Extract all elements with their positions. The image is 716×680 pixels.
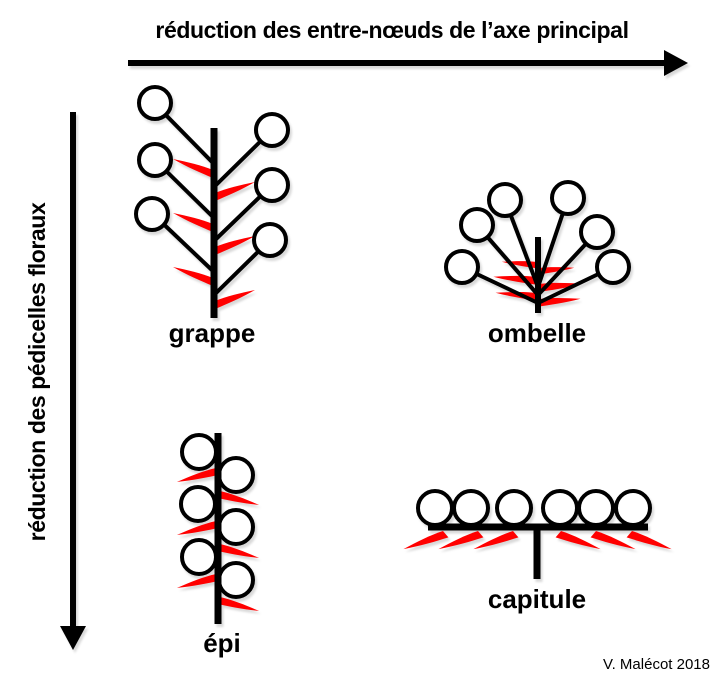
capitule-label: capitule <box>488 584 586 614</box>
flower-icon <box>217 508 255 546</box>
bract-icon <box>215 290 255 309</box>
ombelle-diagram <box>444 180 631 318</box>
flower-icon <box>254 112 290 148</box>
x-axis-arrowhead-icon <box>664 50 688 76</box>
epi-label: épi <box>203 628 241 658</box>
flower-icon <box>134 196 170 232</box>
flower-icon <box>444 249 480 285</box>
flower-icon <box>595 249 631 285</box>
y-axis-label: réduction des pédicelles floraux <box>24 202 50 541</box>
attribution-text: V. Malécot 2018 <box>603 656 710 673</box>
flower-icon <box>541 489 579 527</box>
flower-icon <box>137 142 173 178</box>
capitule-diagram <box>403 489 672 579</box>
flower-icon <box>579 214 615 250</box>
bract-icon <box>173 159 213 178</box>
flower-icon <box>217 561 255 599</box>
grappe-diagram <box>134 85 290 318</box>
flower-icon <box>180 433 218 471</box>
bract-icon <box>173 213 213 232</box>
y-axis-arrowhead-icon <box>60 626 86 650</box>
flower-icon <box>179 485 217 523</box>
bract-icon <box>215 182 255 201</box>
x-axis-label: réduction des entre-nœuds de l’axe princ… <box>155 17 628 43</box>
flower-icon <box>577 489 615 527</box>
flower-icon <box>252 222 288 258</box>
y-axis-arrow <box>60 112 86 650</box>
flower-icon <box>550 180 586 216</box>
bract-icon <box>173 267 213 286</box>
flower-icon <box>614 489 652 527</box>
flower-icon <box>495 489 533 527</box>
bract-icon <box>215 236 255 255</box>
flower-icon <box>416 489 454 527</box>
flower-icon <box>137 85 173 121</box>
flower-icon <box>254 167 290 203</box>
x-axis-arrow <box>128 50 688 76</box>
flower-icon <box>459 207 495 243</box>
flower-icon <box>217 456 255 494</box>
flower-icon <box>487 182 523 218</box>
grappe-label: grappe <box>169 318 256 348</box>
epi-diagram <box>176 433 260 627</box>
ombelle-label: ombelle <box>488 318 586 348</box>
flower-icon <box>452 489 490 527</box>
flower-icon <box>180 538 218 576</box>
